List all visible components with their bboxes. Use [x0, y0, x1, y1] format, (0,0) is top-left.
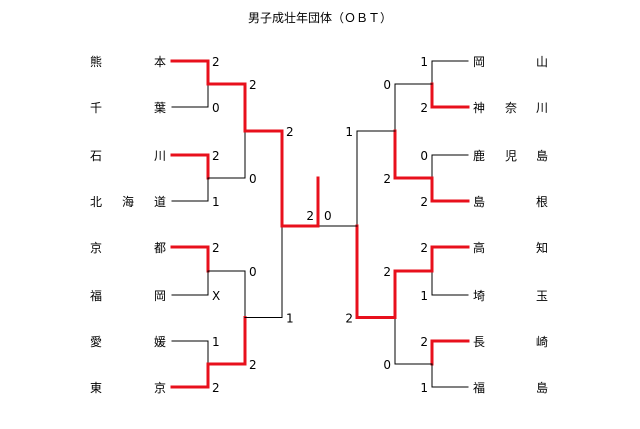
left-r1-score: 2 [212, 241, 220, 255]
final-score-right: 0 [324, 209, 332, 223]
right-r2-score: 2 [383, 172, 391, 186]
right-team-name: 福 [473, 380, 485, 395]
right-r1-score: 1 [420, 381, 428, 395]
left-r1-score: X [212, 289, 220, 303]
right-team-name: 島 [536, 380, 548, 395]
left-team-name: 石 [90, 149, 102, 163]
right-r1-score: 1 [420, 55, 428, 69]
left-r1-score: 1 [212, 195, 220, 209]
left-r1-score: 1 [212, 335, 220, 349]
bracket-labels: 熊本千葉石川北海道京都福岡愛媛東京岡山神奈川鹿児島島根高知埼玉長崎福島20212… [90, 54, 548, 395]
left-semi-score: 2 [286, 125, 294, 139]
bracket-lines [170, 59, 470, 389]
left-team-name: 本 [154, 55, 166, 69]
left-r2-score: 0 [249, 265, 257, 279]
left-r1-score: 2 [212, 381, 220, 395]
right-r2-score: 2 [383, 265, 391, 279]
left-r2-score: 0 [249, 172, 257, 186]
right-team-name: 島 [536, 148, 548, 163]
left-team-name: 岡 [154, 289, 166, 303]
right-team-name: 崎 [536, 335, 548, 349]
right-r2-score: 0 [383, 78, 391, 92]
left-team-name: 愛 [90, 335, 102, 349]
right-team-name: 長 [473, 335, 485, 349]
bracket-title: 男子成壮年団体（ＯＢＴ） [248, 11, 392, 25]
left-r1-score: 2 [212, 149, 220, 163]
right-team-name: 鹿 [473, 148, 485, 163]
left-r1-score: 0 [212, 101, 220, 115]
right-team-name: 高 [473, 240, 485, 255]
right-r1-score: 2 [420, 195, 428, 209]
left-team-name: 京 [154, 381, 166, 395]
right-team-name: 山 [536, 55, 548, 69]
right-team-name: 玉 [536, 289, 548, 303]
right-r1-score: 2 [420, 241, 428, 255]
left-team-name: 北 [90, 195, 102, 209]
right-team-name: 埼 [473, 289, 485, 303]
right-team-name: 神 [473, 101, 485, 115]
left-team-name: 海 [122, 194, 134, 209]
right-team-name: 岡 [473, 55, 485, 69]
left-team-name: 東 [90, 381, 102, 395]
right-r1-score: 2 [420, 335, 428, 349]
left-team-name: 葉 [154, 101, 166, 115]
left-r1-score: 2 [212, 55, 220, 69]
left-team-name: 熊 [90, 54, 102, 69]
right-r2-score: 0 [383, 358, 391, 372]
left-team-name: 媛 [154, 335, 166, 349]
right-team-name: 奈 [505, 101, 517, 115]
left-r2-score: 2 [249, 358, 257, 372]
right-team-name: 島 [473, 194, 485, 209]
left-team-name: 福 [90, 288, 102, 303]
right-team-name: 児 [505, 149, 517, 163]
right-r1-score: 0 [420, 149, 428, 163]
right-semi-score: 1 [345, 125, 353, 139]
left-team-name: 京 [90, 241, 102, 255]
right-team-name: 根 [536, 195, 548, 209]
left-r2-score: 2 [249, 78, 257, 92]
right-semi-score: 2 [345, 312, 353, 326]
left-semi-score: 1 [286, 312, 294, 326]
right-team-name: 川 [536, 101, 548, 115]
final-score-left: 2 [306, 209, 314, 223]
left-team-name: 川 [154, 149, 166, 163]
right-r1-score: 2 [420, 101, 428, 115]
right-team-name: 知 [536, 241, 548, 255]
right-r1-score: 1 [420, 289, 428, 303]
left-team-name: 道 [154, 195, 166, 209]
left-team-name: 都 [154, 241, 166, 255]
left-team-name: 千 [90, 101, 102, 115]
